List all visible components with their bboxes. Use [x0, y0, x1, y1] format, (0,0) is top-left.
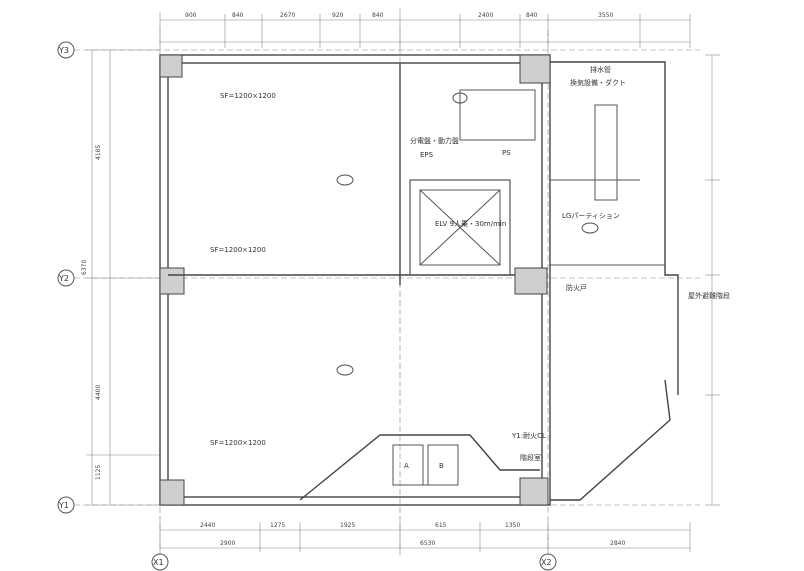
annotations: 排水管 換気設備・ダクト 分電盤・動力盤 PS EPS ELV 9人乗・30m/… [210, 65, 730, 470]
svg-text:Y2: Y2 [58, 274, 69, 283]
dim-left-1: 6370 [81, 260, 88, 275]
dim-bottom1-1: 1275 [270, 522, 285, 529]
dim-bottom1-2: 1925 [340, 522, 355, 529]
label-utility-rooms: 分電盤・動力盤 [410, 136, 459, 145]
top-dimension-text: 900 840 2670 920 840 2400 840 3550 [185, 12, 613, 19]
label-fire-door: 防火戸 [566, 283, 587, 292]
dim-top-2: 2670 [280, 12, 295, 19]
dim-left-0: 4185 [95, 145, 102, 160]
dim-bottom2-2: 2840 [610, 540, 625, 547]
label-side-note: 屋外避難階段 [688, 291, 730, 300]
label-exhaust: 排水管 [590, 65, 611, 74]
bottom-dimension-text: 2440 1275 1925 615 1350 2900 6530 2840 [200, 522, 625, 547]
dim-bottom1-3: 615 [435, 522, 447, 529]
axis-marker-y3: Y3 [57, 41, 75, 59]
label-ventilation: 換気設備・ダクト [570, 78, 626, 87]
axis-marker-x2: X2 [539, 553, 557, 571]
dim-bottom2-1: 6530 [420, 540, 435, 547]
label-eps: EPS [420, 151, 434, 159]
label-pipe-shaft: PS [502, 149, 511, 157]
structural-columns [159, 54, 551, 506]
dim-top-5: 2400 [478, 12, 493, 19]
axis-marker-y2: Y2 [57, 269, 75, 287]
label-column-note-mid: SF=1200×1200 [210, 246, 266, 254]
svg-text:X1: X1 [153, 558, 164, 567]
left-dimension-lines [86, 49, 160, 506]
dim-top-7: 3550 [598, 12, 613, 19]
dim-bottom2-0: 2900 [220, 540, 235, 547]
label-room-a: A [404, 462, 409, 470]
axis-marker-x1: X1 [151, 553, 169, 571]
dim-top-4: 840 [372, 12, 384, 19]
dim-bottom1-4: 1350 [505, 522, 520, 529]
room-markers [336, 92, 599, 376]
label-partition: LGパーティション [562, 212, 620, 220]
label-column-note-low: SF=1200×1200 [210, 439, 266, 447]
dim-top-3: 920 [332, 12, 344, 19]
label-column-note-top: SF=1200×1200 [220, 92, 276, 100]
label-room-b: B [439, 462, 444, 470]
bottom-dimension-lines [159, 522, 691, 552]
dim-left-3: 1125 [95, 465, 102, 480]
svg-text:Y1: Y1 [58, 501, 69, 510]
interior-partitions [168, 63, 665, 285]
outer-walls [159, 54, 679, 506]
dim-left-2: 4400 [95, 385, 102, 400]
left-dimension-text: 4185 6370 4400 1125 [81, 145, 102, 480]
svg-text:Y3: Y3 [58, 46, 69, 55]
dim-top-6: 840 [526, 12, 538, 19]
top-dimension-lines [159, 8, 691, 48]
label-stair-note: 階段室 [520, 453, 541, 462]
label-elevator: ELV 9人乗・30m/min [435, 219, 506, 228]
label-finish-note: Y1:耐火CL [511, 431, 546, 440]
dim-top-1: 840 [232, 12, 244, 19]
stair-area [299, 434, 540, 501]
dim-bottom1-0: 2440 [200, 522, 215, 529]
right-dimension-lines [705, 54, 720, 506]
dim-top-0: 900 [185, 12, 197, 19]
axis-marker-y1: Y1 [57, 496, 75, 514]
svg-text:X2: X2 [541, 558, 552, 567]
